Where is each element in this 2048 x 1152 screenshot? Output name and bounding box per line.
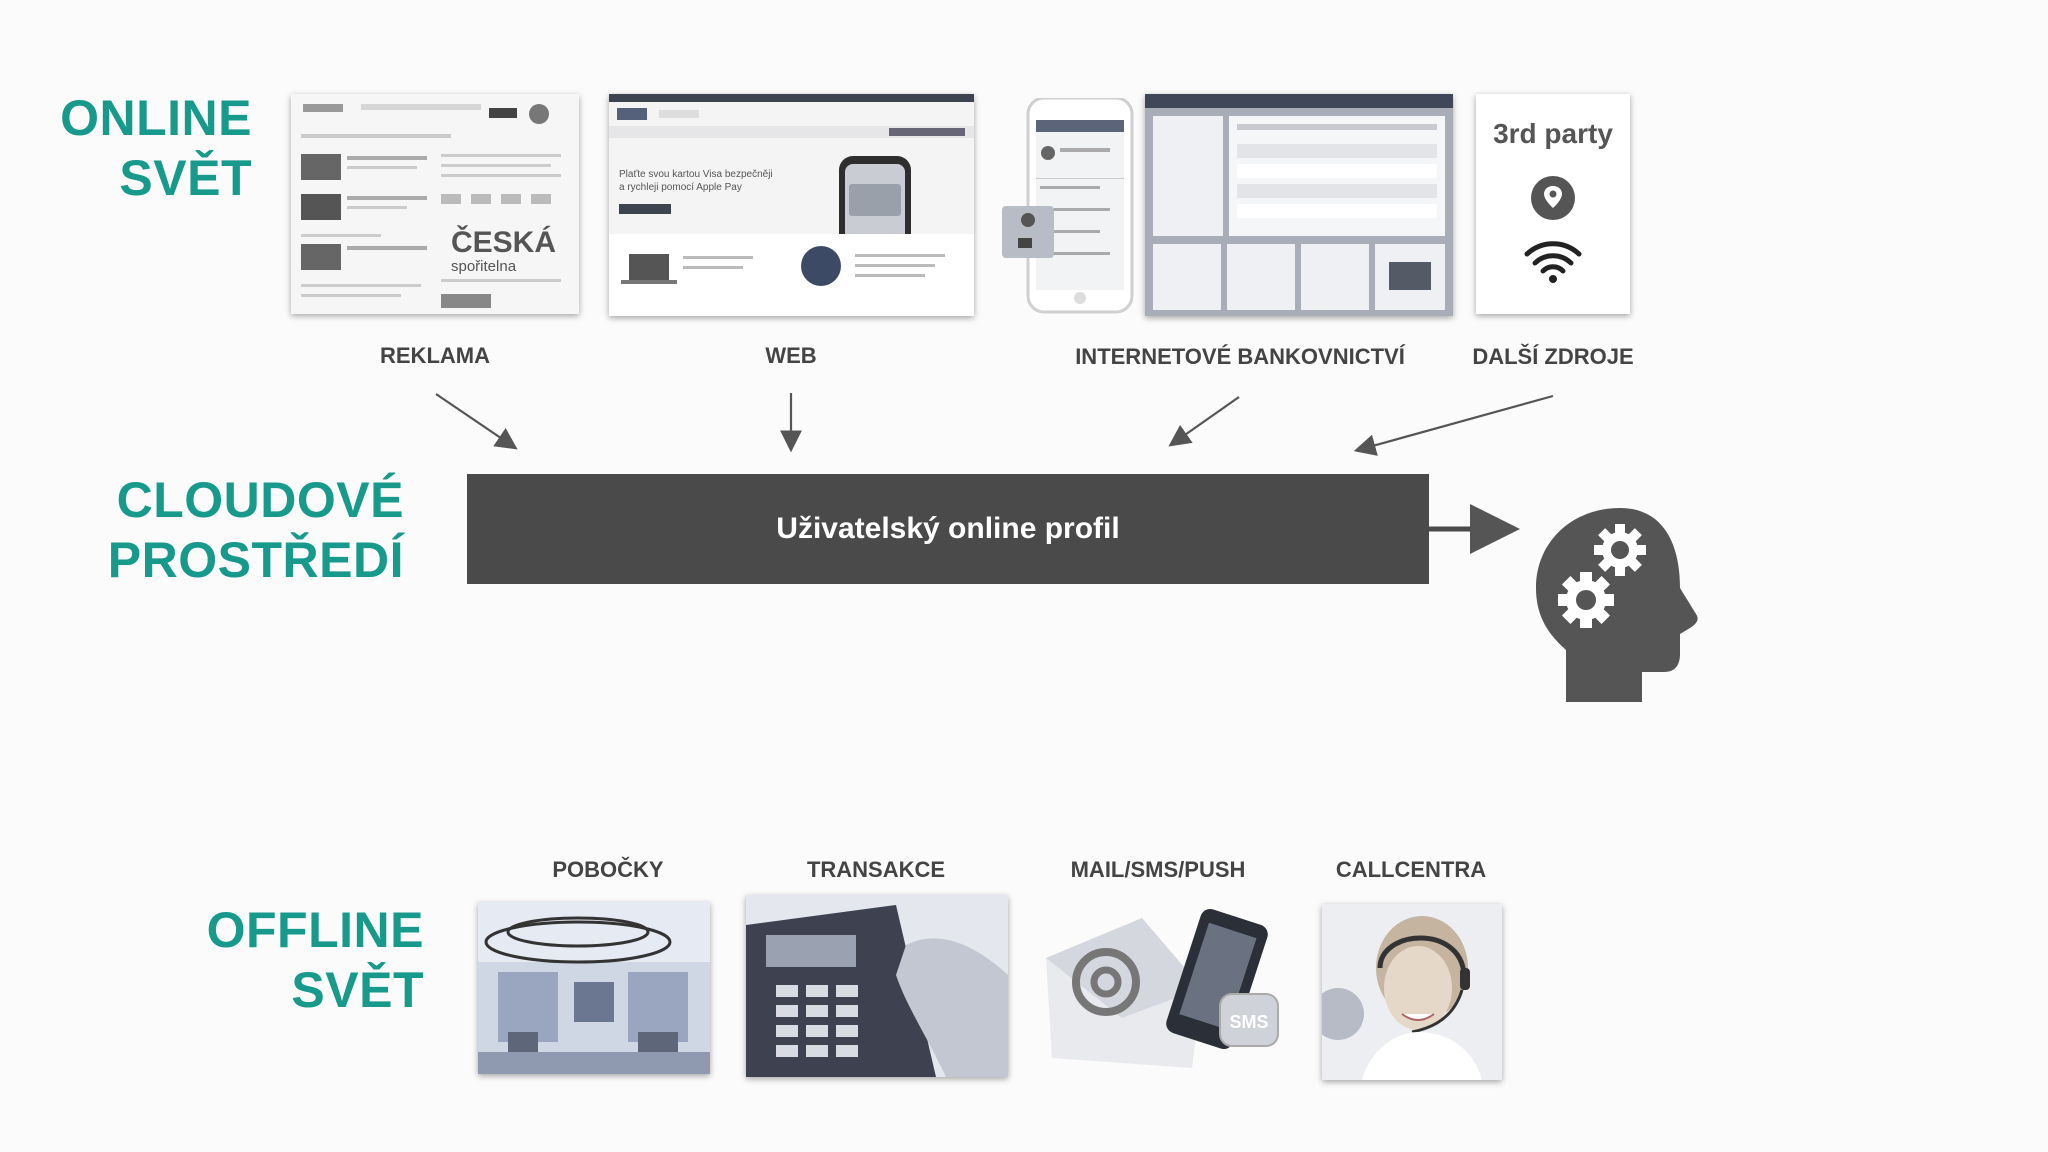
thumbnail-reklama: ČESKÁ spořitelna xyxy=(291,94,579,314)
wifi-icon xyxy=(1524,241,1582,283)
label-web: WEB xyxy=(765,343,817,368)
heading-online-svet: ONLINE SVĚT xyxy=(40,88,252,208)
location-pin-icon xyxy=(1531,176,1575,220)
heading-offline-line1: OFFLINE xyxy=(206,902,424,958)
label-reklama: REKLAMA xyxy=(380,343,490,368)
label-pobocky: POBOČKY xyxy=(552,857,664,882)
thumbnail-internet-banking xyxy=(1145,94,1453,316)
label-transakce: TRANSAKCE xyxy=(806,857,946,882)
web-headline-line1: Plaťte svou kartou Visa bezpečněji xyxy=(619,169,773,180)
web-headline: Plaťte svou kartou Visa bezpečněji a ryc… xyxy=(619,168,819,194)
profile-bar-label: Uživatelský online profil xyxy=(776,512,1120,545)
photo-callcentra xyxy=(1322,904,1502,1080)
label-dalsi-zdroje: DALŠÍ ZDROJE xyxy=(1472,344,1634,369)
third-party-title: 3rd party xyxy=(1493,118,1613,149)
arrow-reklama xyxy=(435,393,518,450)
heading-online-line1: ONLINE xyxy=(60,90,252,146)
heading-cloud-line2: PROSTŘEDÍ xyxy=(107,532,404,588)
thumbnail-third-party: 3rd party xyxy=(1476,94,1630,314)
photo-mail-sms-push: SMS xyxy=(1042,898,1288,1076)
user-online-profile-bar: Uživatelský online profil xyxy=(467,474,1429,584)
label-callcentra: CALLCENTRA xyxy=(1335,857,1487,882)
photo-transakce xyxy=(746,895,1008,1077)
arrow-internet-banking xyxy=(1168,396,1240,447)
heading-cloud-line1: CLOUDOVÉ xyxy=(116,472,404,528)
ad-brand-logo: ČESKÁ spořitelna xyxy=(451,228,556,276)
heading-cloudove-prostredi: CLOUDOVÉ PROSTŘEDÍ xyxy=(60,470,404,590)
photo-pobocky xyxy=(478,902,710,1074)
label-internetove-bankovnictvi: INTERNETOVÉ BANKOVNICTVÍ xyxy=(1075,344,1405,369)
sms-badge: SMS xyxy=(1229,1012,1268,1032)
arrow-dalsi-zdroje xyxy=(1353,394,1554,456)
heading-offline-line2: SVĚT xyxy=(291,962,424,1018)
ad-brand-line2: spořitelna xyxy=(451,258,517,275)
heading-offline-svet: OFFLINE SVĚT xyxy=(160,900,424,1020)
web-headline-line2: a rychleji pomocí Apple Pay xyxy=(619,182,742,193)
head-gears-icon xyxy=(1536,508,1698,702)
thumbnail-mobile-banking xyxy=(1000,98,1136,314)
ad-brand-line1: ČESKÁ xyxy=(451,226,557,259)
thumbnail-web: Plaťte svou kartou Visa bezpečněji a ryc… xyxy=(609,94,974,316)
heading-online-line2: SVĚT xyxy=(119,150,252,206)
label-mail-sms-push: MAIL/SMS/PUSH xyxy=(1070,857,1246,882)
